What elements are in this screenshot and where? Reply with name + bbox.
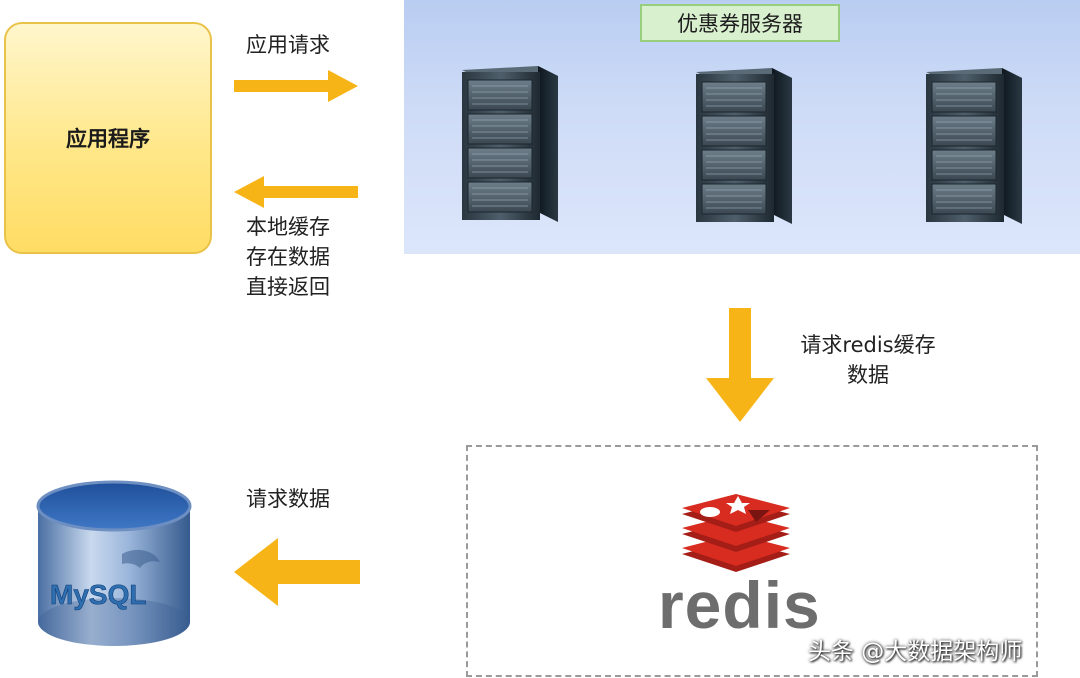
local-cache-line-1: 本地缓存 (246, 215, 330, 239)
redis-request-line-1: 请求redis缓存 (800, 333, 936, 357)
watermark-text: 头条 @大数据架构师 (808, 639, 1023, 665)
arrow-right-icon (234, 70, 358, 102)
redis-container (466, 445, 1038, 677)
data-request-label: 请求数据 (246, 487, 330, 511)
server-rack-icon (695, 67, 793, 225)
redis-request-label: 请求redis缓存 数据 (788, 330, 948, 390)
local-cache-line-3: 直接返回 (246, 275, 330, 299)
app-request-label: 应用请求 (246, 33, 330, 57)
application-label: 应用程序 (66, 127, 150, 151)
redis-wordmark: redis (658, 568, 821, 642)
mysql-logo-text: MySQL (50, 579, 146, 610)
local-cache-label: 本地缓存 存在数据 直接返回 (246, 212, 330, 302)
server-rack-icon (461, 65, 559, 223)
redis-logo-icon (682, 494, 790, 572)
redis-request-line-2: 数据 (847, 363, 889, 387)
mysql-database-icon: MySQL (36, 480, 192, 646)
arrow-left-icon (234, 176, 358, 208)
server-rack-icon (925, 67, 1023, 225)
arrow-left-large-icon (234, 538, 360, 606)
server-group-title: 优惠券服务器 (640, 4, 840, 42)
arrow-down-icon (706, 308, 774, 422)
local-cache-line-2: 存在数据 (246, 245, 330, 269)
application-box: 应用程序 (4, 22, 212, 254)
